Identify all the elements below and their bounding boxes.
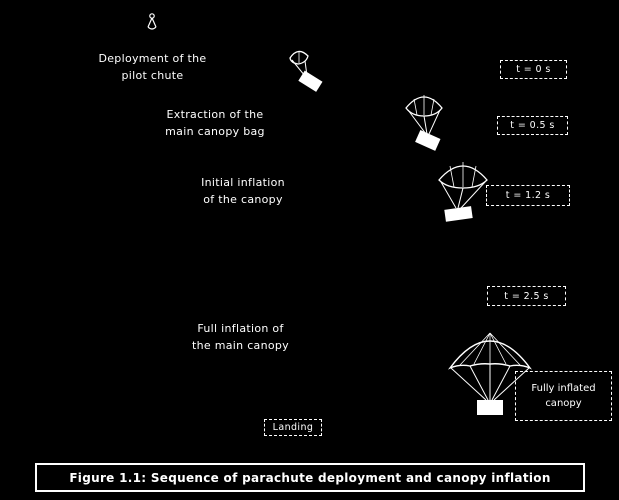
time-box-1: t = 0 s	[500, 60, 567, 79]
time-box-2: t = 0.5 s	[497, 116, 568, 135]
time-box-3: t = 1.2 s	[486, 185, 570, 206]
time-box-4: t = 2.5 s	[487, 286, 566, 306]
full-canopy-icon	[444, 330, 536, 424]
stage-label-4-line1: Full inflation of	[197, 322, 284, 335]
figure-caption: Figure 1.1: Sequence of parachute deploy…	[35, 463, 585, 492]
stage-label-2: Extraction of the main canopy bag	[130, 106, 300, 140]
stage-label-3-line2: of the canopy	[203, 193, 283, 207]
stage-label-1: Deployment of the pilot chute	[85, 50, 220, 84]
stage-label-4: Full inflation of the main canopy	[163, 320, 318, 354]
result-box-line2: canopy	[545, 398, 582, 409]
stage-label-1-line2: pilot chute	[121, 69, 184, 83]
bag-extraction-chute-icon	[398, 92, 450, 160]
stage-label-2-line1: Extraction of the	[166, 108, 264, 121]
result-box-line1: Fully inflated	[531, 383, 596, 394]
stage-label-3: Initial inflation of the canopy	[163, 174, 323, 208]
stage-label-4-line2: the main canopy	[191, 339, 289, 353]
pilot-chute-icon	[278, 48, 326, 98]
stage-label-2-line2: main canopy bag	[165, 125, 265, 139]
inflating-canopy-icon	[432, 160, 494, 228]
stage-label-3-line1: Initial inflation	[201, 176, 285, 189]
stage-label-1-line1: Deployment of the	[98, 52, 207, 65]
result-box: Fully inflated canopy	[515, 371, 612, 421]
drop-point-icon	[142, 12, 162, 36]
end-box: Landing	[264, 419, 322, 436]
